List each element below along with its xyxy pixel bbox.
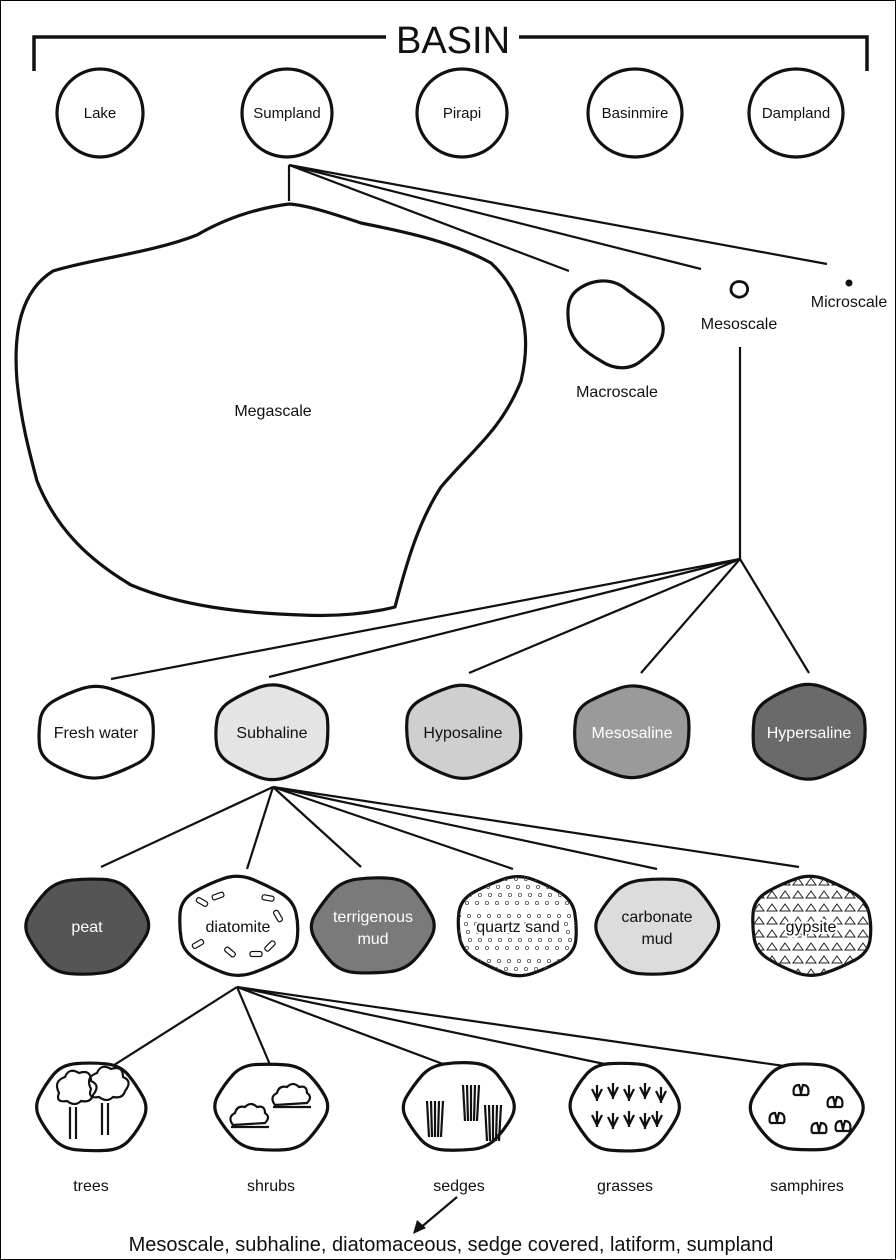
sediment-terrigenous-mud: terrigenous mud: [309, 876, 436, 975]
vegetation-trees: trees: [35, 1061, 148, 1195]
salinity-mesosaline: Mesosaline: [573, 684, 691, 780]
macroscale-shape: [566, 279, 665, 370]
sediment-diatomite: diatomite: [178, 874, 300, 977]
basin-types: Lake Sumpland Pirapi Basinmire Dampland: [55, 67, 845, 159]
salinity-fresh-water: Fresh water: [37, 684, 155, 780]
sediment-shape: [594, 877, 721, 976]
vegetation-grasses: grasses: [568, 1061, 681, 1195]
salinity-subhaline: Subhaline: [214, 683, 330, 782]
salinity-row: Fresh water Subhaline Hyposaline Mesosaline…: [37, 682, 867, 782]
sediment-label: quartz sand: [476, 919, 560, 936]
microscale-label: Microscale: [811, 294, 888, 311]
salinity-connectors: [110, 347, 810, 681]
salinity-shape: [37, 684, 155, 780]
grasse-icon: [591, 1083, 667, 1129]
basin-circle-basinmire: [586, 67, 684, 159]
sediment-label: mud: [357, 931, 388, 948]
sediment-texture: [458, 877, 577, 972]
sediment-label: mud: [641, 931, 672, 948]
salinity-label: Hypersaline: [767, 725, 852, 742]
salinity-label: Fresh water: [54, 725, 139, 742]
salinity-label: Subhaline: [236, 725, 307, 742]
vegetation-label: trees: [73, 1178, 109, 1195]
sediment-peat: peat: [24, 877, 151, 976]
salinity-hyposaline: Hyposaline: [405, 683, 523, 780]
basin-circle-sumpland: [240, 67, 334, 159]
sediment-shape: [24, 877, 151, 976]
macroscale-label: Macroscale: [576, 384, 658, 401]
sediment-connectors: [100, 785, 800, 871]
vegetation-row: trees shrubs sedges grasses samphires: [35, 1061, 865, 1195]
sediment-row: peat diatomite terrigenous mud quartz sand ca…: [24, 874, 873, 978]
vegetation-shape: [35, 1061, 148, 1153]
sediment-texture: [191, 891, 284, 958]
salinity-hypersaline: Hypersaline: [751, 682, 867, 781]
diagram-title: BASIN: [396, 20, 510, 62]
vegetation-samphires: samphires: [748, 1062, 865, 1195]
sediment-label: diatomite: [206, 919, 271, 936]
vegetation-label: samphires: [770, 1178, 844, 1195]
sediment-shape: [751, 874, 873, 977]
basin-label-sumpland: Sumpland: [253, 105, 321, 122]
example-arrow: [413, 1196, 458, 1234]
basin-circle-pirapi: [415, 67, 509, 159]
salinity-shape: [214, 683, 330, 782]
sediment-label: terrigenous: [333, 909, 413, 926]
sediment-label: peat: [71, 919, 103, 936]
vegetation-connectors: [110, 985, 792, 1069]
basin-label-lake: Lake: [84, 105, 117, 122]
microscale-dot: [845, 279, 853, 287]
vegetation-shrubs: shrubs: [213, 1062, 330, 1195]
sediment-label: carbonate: [621, 909, 692, 926]
vegetation-label: grasses: [597, 1178, 653, 1195]
salinity-shape: [573, 684, 691, 780]
basin-circle-lake: [55, 67, 145, 159]
basin-label-pirapi: Pirapi: [443, 105, 481, 122]
basin-circle-dampland: [747, 67, 845, 159]
vegetation-sedges: sedges: [401, 1061, 516, 1195]
sediment-label: gypsite: [786, 919, 837, 936]
sediment-shape: [309, 876, 436, 975]
megascale-label: Megascale: [234, 403, 311, 420]
vegetation-label: sedges: [433, 1178, 485, 1195]
sediment-quartz-sand: quartz sand: [456, 875, 578, 978]
basin-bracket: [32, 35, 869, 71]
salinity-label: Mesosaline: [592, 725, 673, 742]
salinity-shape: [751, 682, 867, 781]
vegetation-label: shrubs: [247, 1178, 295, 1195]
mesoscale-shape: [729, 280, 750, 299]
scale-connectors: [287, 163, 828, 273]
example-classification: Mesoscale, subhaline, diatomaceous, sedg…: [129, 1234, 774, 1256]
sediment-carbonate-mud: carbonate mud: [594, 877, 721, 976]
basin-label-basinmire: Basinmire: [602, 105, 669, 122]
vegetation-shape: [748, 1062, 865, 1152]
salinity-shape: [405, 683, 523, 780]
vegetation-shape: [213, 1062, 330, 1152]
sediment-gypsite: gypsite: [751, 874, 873, 977]
mesoscale-label: Mesoscale: [701, 316, 778, 333]
tree-icon: [55, 1065, 130, 1139]
shrub-icon: [229, 1082, 312, 1129]
megascale-shape: [14, 202, 528, 618]
salinity-label: Hyposaline: [423, 725, 502, 742]
vegetation-shape: [568, 1061, 681, 1153]
samphire-icon: [768, 1083, 852, 1135]
basin-label-dampland: Dampland: [762, 105, 830, 122]
sedge-icon: [425, 1084, 503, 1142]
